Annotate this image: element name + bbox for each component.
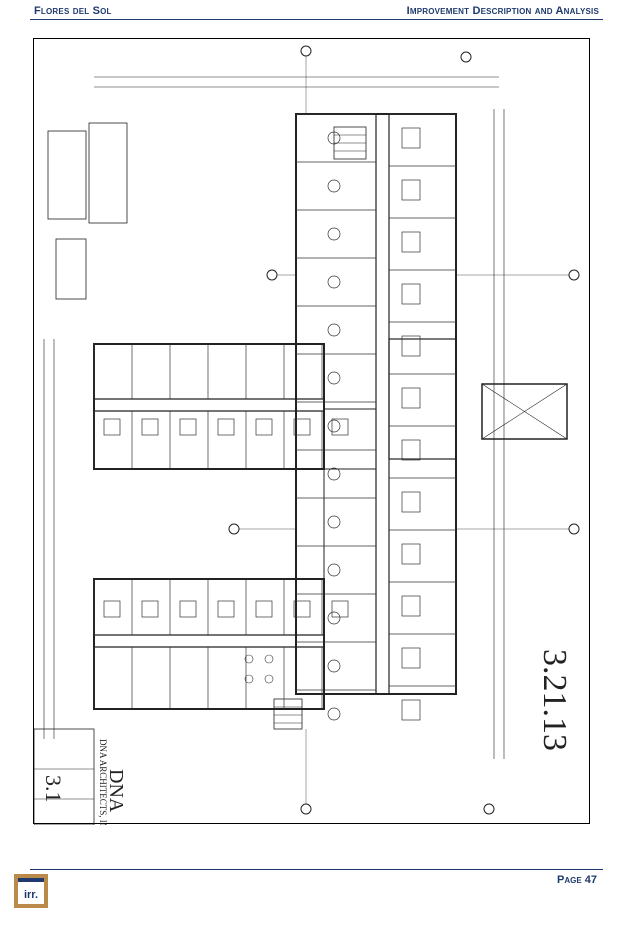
footer-rule — [30, 869, 603, 870]
sheet-number: 3.1 — [41, 775, 66, 803]
date-stamp: 3.21.13 — [536, 649, 573, 751]
section-title: Improvement Description and Analysis — [406, 5, 599, 17]
architect-mark: DNA — [105, 769, 127, 813]
floor-plan-drawing: 3.21.13 3.1 DNA ARCHITECTS, INC DNA — [33, 38, 590, 825]
header-rule — [30, 19, 603, 20]
architect-name: DNA ARCHITECTS, INC — [98, 739, 108, 825]
page-number: Page 47 — [557, 874, 597, 886]
logo-text: irr. — [24, 889, 38, 901]
irr-logo: irr. — [14, 874, 48, 908]
report-title: Flores del Sol — [34, 5, 112, 17]
floor-plan-svg: 3.21.13 3.1 DNA ARCHITECTS, INC DNA — [34, 45, 580, 825]
